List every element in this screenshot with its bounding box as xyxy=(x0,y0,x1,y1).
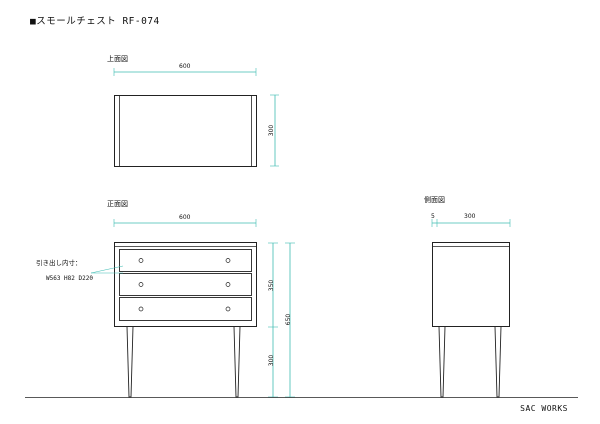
top-view-label: 上面図 xyxy=(107,55,128,63)
side-view xyxy=(431,219,511,398)
drawer-3 xyxy=(119,297,252,321)
front-leg-left xyxy=(126,326,134,398)
drawer-note-leader xyxy=(90,265,124,274)
body-height-dim-text: 350 xyxy=(268,279,276,292)
side-leg-back xyxy=(494,326,502,398)
side-depth-dim-text: 300 xyxy=(464,213,476,220)
drawer-3-knob-left xyxy=(138,306,144,312)
total-height-dim-text: 650 xyxy=(285,313,293,326)
drawer-1-knob-left xyxy=(138,258,144,263)
side-offset-dim-text: 5 xyxy=(431,213,435,220)
drawer-2-knob-right xyxy=(225,282,231,287)
side-leg-front xyxy=(438,326,446,398)
drawer-note-label: 引き出し内寸： xyxy=(36,259,82,267)
brand-label: SAC WORKS xyxy=(520,404,568,413)
front-leg-right xyxy=(233,326,241,398)
drawing-title: ■スモールチェスト RF-074 xyxy=(30,16,160,27)
top-view-body xyxy=(114,95,257,167)
side-view-body xyxy=(432,242,510,327)
front-view xyxy=(90,219,295,398)
side-view-label: 側面図 xyxy=(424,196,445,204)
leg-height-dim-text: 300 xyxy=(268,354,276,367)
top-width-dim-text: 600 xyxy=(179,63,191,70)
drawer-1 xyxy=(119,249,252,272)
drawer-2-knob-left xyxy=(138,282,144,287)
drawer-2 xyxy=(119,273,252,296)
top-view xyxy=(113,68,279,167)
drawer-3-knob-right xyxy=(225,306,231,312)
drawer-note-value: W563 H82 D220 xyxy=(46,275,93,282)
drawer-1-knob-right xyxy=(225,258,231,263)
front-view-label: 正面図 xyxy=(107,200,128,208)
top-depth-dim-text: 300 xyxy=(268,124,276,137)
front-width-dim-text: 600 xyxy=(179,214,191,221)
